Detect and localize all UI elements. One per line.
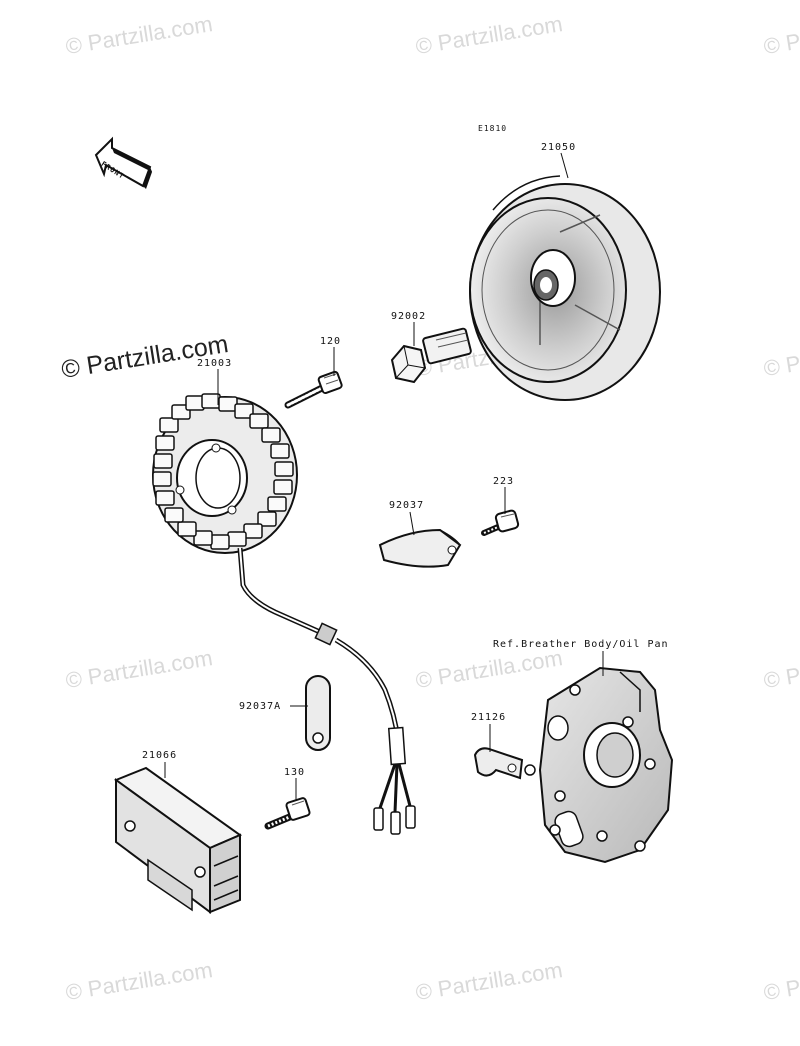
flywheel (469, 175, 661, 401)
part-number-21066: 21066 (142, 750, 178, 761)
part-number-92037a: 92037A (239, 701, 282, 712)
part-number-130: 130 (284, 767, 306, 778)
wiring-harness (237, 547, 416, 835)
reference-note: Ref.Breather Body/Oil Pan (493, 639, 669, 650)
part-number-92002: 92002 (391, 311, 427, 322)
plate-screw (481, 509, 520, 536)
leader-lines (164, 152, 604, 800)
stator-bolt (284, 370, 343, 409)
breather-body-reference (538, 666, 674, 864)
drawing-code: E1810 (478, 124, 508, 133)
part-number-92037: 92037 (389, 500, 425, 511)
part-number-21126: 21126 (471, 712, 507, 723)
front-arrow-icon (94, 136, 152, 189)
wire-clamp (305, 675, 331, 751)
part-number-120: 120 (320, 336, 342, 347)
part-number-21050: 21050 (541, 142, 577, 153)
part-number-223: 223 (493, 476, 515, 487)
stator (152, 393, 298, 554)
part-number-21003: 21003 (197, 358, 233, 369)
bracket (473, 747, 536, 780)
flywheel-bolt (390, 327, 472, 384)
lead-plate (378, 528, 462, 568)
regulator-rectifier (113, 766, 243, 914)
regulator-bolt (264, 797, 311, 830)
